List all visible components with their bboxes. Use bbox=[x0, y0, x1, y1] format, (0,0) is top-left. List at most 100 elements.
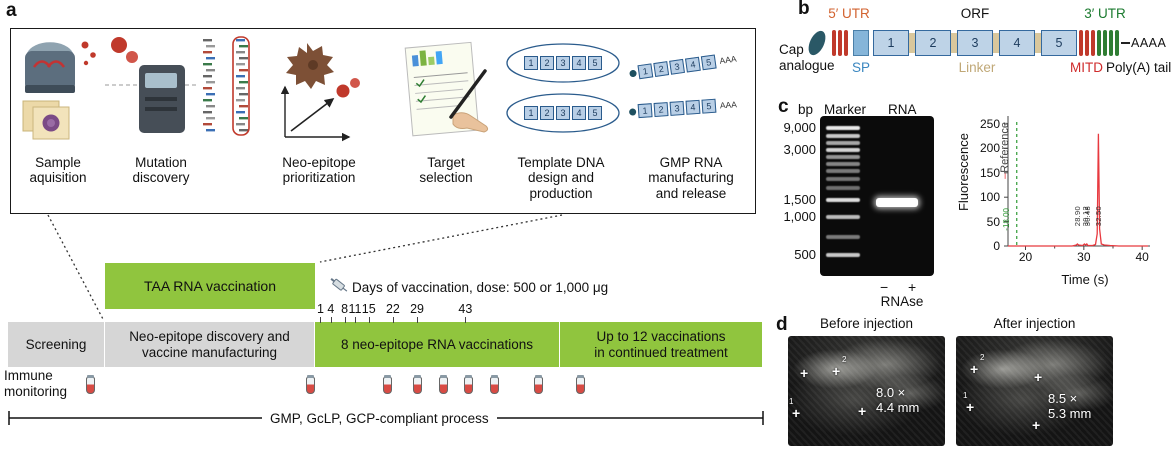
peak-time-label: 32.50 bbox=[1094, 206, 1104, 227]
segment-box: 5 bbox=[701, 98, 717, 114]
electropherogram-chart bbox=[1004, 116, 1150, 250]
linker-segment bbox=[993, 33, 999, 53]
segment-box: 2 bbox=[540, 56, 554, 70]
orf-segment-1: 1 bbox=[873, 30, 909, 56]
rna-lane-header: RNA bbox=[888, 102, 917, 117]
discovery-bar: Neo-epitope discovery and vaccine manufa… bbox=[105, 322, 314, 367]
panel-a-label: a bbox=[6, 0, 17, 21]
gel-marker-band bbox=[826, 148, 860, 152]
days-of-vaccination-label: Days of vaccination, dose: 500 or 1,000 … bbox=[352, 280, 609, 295]
polya-connector-line bbox=[1121, 42, 1130, 44]
workflow-caption-gmp-rna: GMP RNA manufacturing and release bbox=[648, 155, 734, 201]
gel-marker-band bbox=[826, 253, 860, 257]
rna-cap-icon bbox=[629, 69, 637, 77]
caliper-marker-number: 1 bbox=[789, 397, 794, 406]
lesion-measurement: 8.5 × 5.3 mm bbox=[1048, 391, 1092, 421]
gel-electrophoresis-image bbox=[820, 116, 934, 276]
y-tick-label: 0 bbox=[993, 239, 1000, 253]
lesion-measurement: 8.0 × 4.4 mm bbox=[876, 385, 920, 415]
day-tick bbox=[465, 317, 467, 323]
day-number: 15 bbox=[361, 302, 376, 316]
gel-marker-band bbox=[826, 177, 860, 181]
blood-sample-vial-icon bbox=[86, 375, 95, 394]
continued-treatment-bar: Up to 12 vaccinations in continued treat… bbox=[560, 322, 762, 367]
neo-epitope-prioritization-illustration bbox=[267, 39, 377, 154]
orf-segment-3: 3 bbox=[957, 30, 993, 56]
gel-marker-band bbox=[826, 235, 860, 239]
orf-label: ORF bbox=[960, 6, 990, 21]
marker-time-label: -18.00 bbox=[1002, 208, 1011, 231]
caliper-marker-number: 2 bbox=[842, 355, 847, 364]
y-tick-label: 100 bbox=[979, 190, 1000, 205]
segment-box: 4 bbox=[572, 106, 586, 120]
segment-box: 1 bbox=[524, 106, 538, 120]
mutation-discovery-illustration bbox=[105, 31, 267, 154]
before-injection-title: Before injection bbox=[819, 316, 914, 331]
segment-box: 1 bbox=[524, 56, 538, 70]
reference-trace bbox=[1008, 133, 1148, 247]
workflow-caption-target-selection: Target selection bbox=[419, 155, 473, 186]
utr3-label: 3′ UTR bbox=[1084, 6, 1126, 21]
gel-marker-band bbox=[826, 162, 860, 166]
y-tick-label: 200 bbox=[979, 141, 1000, 156]
workflow-caption-template-dna: Template DNA design and production bbox=[517, 155, 605, 201]
sequencer-icon bbox=[105, 36, 250, 136]
rna-polya-text: AAA bbox=[718, 53, 738, 66]
day-tick bbox=[320, 317, 322, 323]
caliper-cross-icon: + bbox=[800, 365, 809, 381]
sample-machine-icon bbox=[22, 41, 96, 140]
workflow-caption-neo-epitope-prioritization: Neo-epitope prioritization bbox=[282, 155, 356, 186]
linker-segment bbox=[1035, 33, 1041, 53]
blood-sample-vial-icon bbox=[490, 375, 499, 394]
utr3-segment bbox=[1097, 30, 1119, 56]
bp-value: 1,000 bbox=[783, 209, 816, 224]
caliper-cross-icon: + bbox=[970, 361, 979, 377]
orf-segment-4: 4 bbox=[999, 30, 1035, 56]
rna-cap-icon bbox=[628, 107, 637, 116]
day-tick bbox=[417, 317, 419, 323]
utr5-label: 5′ UTR bbox=[828, 6, 870, 21]
screening-bar: Screening bbox=[8, 322, 104, 367]
segment-box: 2 bbox=[653, 61, 670, 77]
rnase-label: RNAse bbox=[880, 294, 924, 309]
caliper-cross-icon: + bbox=[1034, 369, 1043, 385]
segment-box: 4 bbox=[684, 56, 701, 73]
ultrasound-before-image: + + 2 + 1 + 8.0 × 4.4 mm bbox=[788, 336, 945, 446]
caliper-cross-icon: + bbox=[1032, 417, 1041, 433]
utr5-segment bbox=[832, 30, 848, 56]
orf-segment-2: 2 bbox=[915, 30, 951, 56]
peak-time-label: 30.48 bbox=[1082, 206, 1092, 227]
polya-tail-label: Poly(A) tail bbox=[1106, 60, 1172, 75]
segment-box: 3 bbox=[556, 106, 570, 120]
segment-box: 4 bbox=[685, 99, 701, 115]
ultrasound-after-image: + 2 + + 1 + 8.5 × 5.3 mm bbox=[956, 336, 1113, 446]
target-selection-illustration bbox=[391, 35, 501, 152]
day-tick bbox=[392, 317, 394, 323]
day-number: 4 bbox=[327, 302, 335, 316]
signing-document-icon bbox=[404, 41, 489, 137]
sp-label: SP bbox=[852, 60, 871, 75]
caliper-marker-number: 1 bbox=[963, 391, 968, 400]
rnase-minus-label: − bbox=[880, 279, 889, 295]
caliper-cross-icon: + bbox=[792, 405, 801, 421]
blood-sample-vial-icon bbox=[306, 375, 315, 394]
bp-value: 500 bbox=[794, 247, 816, 262]
day-number: 1 bbox=[316, 302, 324, 316]
segment-box: 5 bbox=[700, 54, 717, 71]
taa-vaccination-box: TAA RNA vaccination bbox=[105, 263, 315, 309]
rna-gel-band bbox=[876, 198, 918, 207]
blood-sample-vial-icon bbox=[413, 375, 422, 394]
day-number: 43 bbox=[458, 302, 473, 316]
rnase-plus-label: + bbox=[908, 279, 917, 295]
bp-header: bp bbox=[798, 102, 814, 117]
prioritization-plot-icon bbox=[280, 43, 360, 142]
gel-marker-band bbox=[826, 198, 860, 202]
segment-box: 3 bbox=[556, 56, 570, 70]
gel-marker-band bbox=[826, 186, 860, 190]
panel-c-label: c bbox=[778, 96, 789, 117]
time-axis-label: Time (s) bbox=[1061, 272, 1109, 287]
